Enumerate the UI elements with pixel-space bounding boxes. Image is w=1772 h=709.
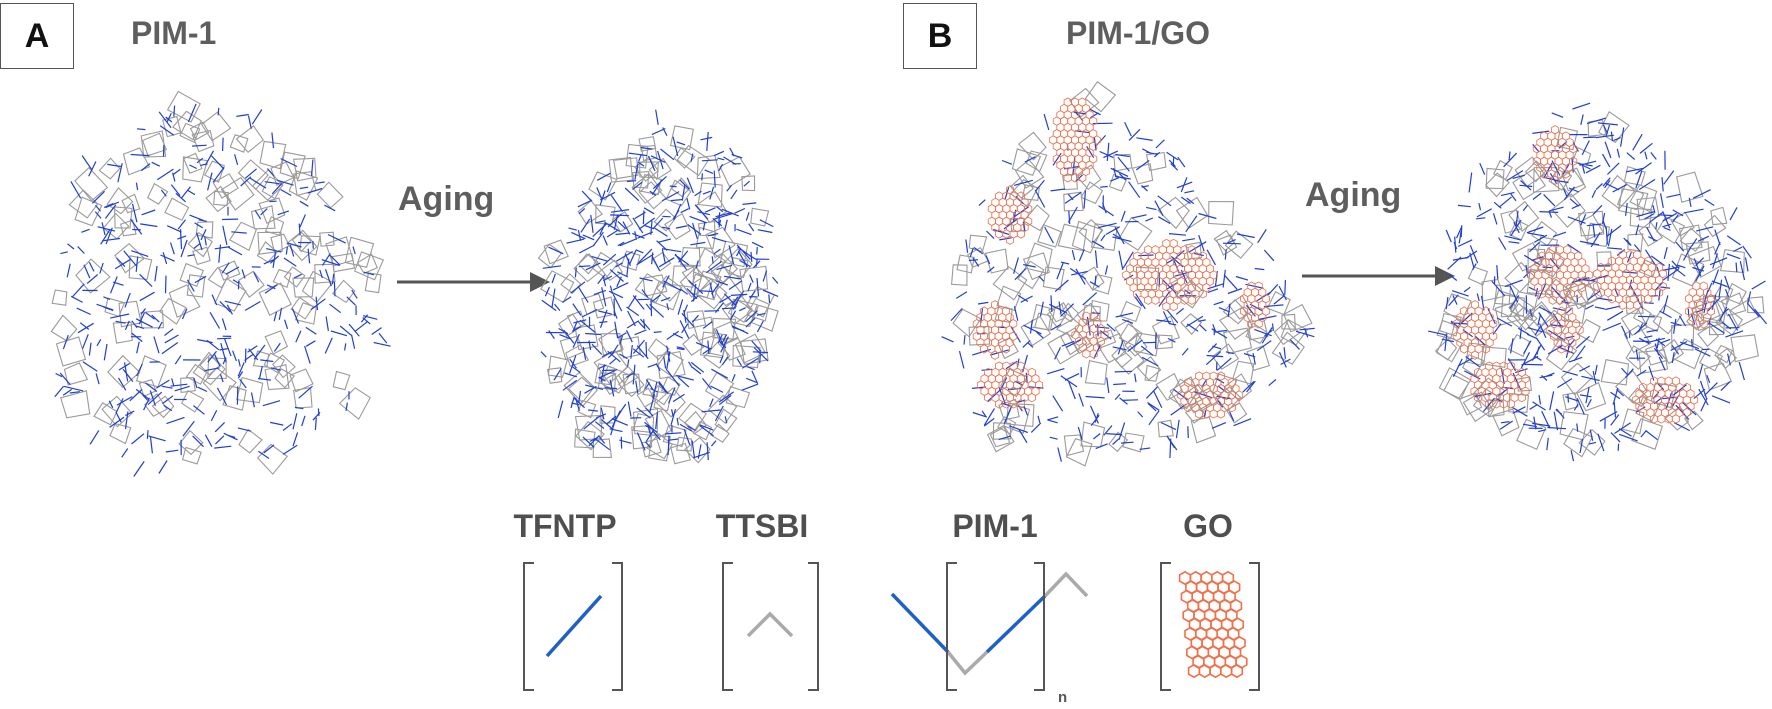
go-patch [1631, 376, 1699, 424]
go-patch [1532, 125, 1578, 185]
go-symbol [1160, 562, 1260, 691]
go-patch [987, 185, 1033, 245]
ttsbi-symbol [722, 562, 819, 691]
go-patch [1049, 97, 1101, 183]
go-patch [1526, 245, 1594, 305]
aging-label-b: Aging [1305, 176, 1402, 214]
tfntp-symbol [523, 562, 623, 691]
go-patch [1546, 306, 1584, 354]
panel-a-title: PIM-1 [131, 15, 217, 51]
pim1-repeat-subscript: n [1058, 689, 1068, 706]
go-patch [1593, 250, 1667, 310]
panel-b-title: PIM-1/GO [1066, 15, 1211, 51]
go-patch [1122, 238, 1218, 312]
go-patch [1470, 361, 1530, 409]
panel-a-label: A [0, 3, 74, 69]
go-patch [1452, 300, 1498, 360]
go-patch [1176, 371, 1244, 419]
legend-pim1-label: PIM-1 [952, 508, 1038, 544]
aging-label-a: Aging [398, 180, 495, 218]
go-patch [1071, 311, 1109, 359]
legend-tfntp-label: TFNTP [513, 508, 617, 544]
pim1-symbol [890, 562, 1089, 691]
go-patch [976, 361, 1044, 409]
go-patch [1685, 281, 1715, 329]
legend-ttsbi-label: TTSBI [715, 508, 809, 544]
go-patch [1240, 281, 1270, 329]
go-patch [972, 300, 1018, 360]
legend-go-label: GO [1183, 508, 1233, 544]
panel-b-label: B [903, 3, 977, 69]
